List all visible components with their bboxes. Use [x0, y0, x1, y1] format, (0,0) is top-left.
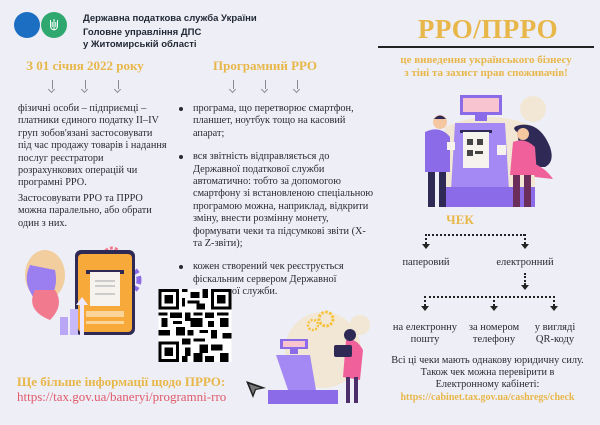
more-info-link[interactable]: https://tax.gov.ua/baneryi/programni-rro: [17, 389, 227, 404]
cashier-illustration: [268, 310, 370, 404]
check-note: Всі ці чеки мають однакову юридичну силу…: [375, 355, 600, 391]
logo-blue-circle: [14, 12, 40, 38]
flow-arrow-icon: [490, 306, 498, 311]
check-type-paper: паперовий: [402, 257, 450, 268]
qr-code-icon[interactable]: [158, 289, 232, 362]
cabinet-check-link[interactable]: https://cabinet.tax.gov.ua/cashregs/chec…: [400, 392, 575, 403]
flow-connector: [425, 234, 427, 244]
flow-arrow-icon: [521, 285, 529, 290]
flow-connector: [425, 234, 525, 236]
cursor-arrow-icon: [246, 381, 266, 398]
down-arrow-icon: [114, 80, 122, 92]
delivery-qr-line2: QR-коду: [535, 334, 575, 345]
org-line3: у Житомирській області: [83, 39, 197, 50]
check-type-electronic: електронний: [496, 257, 554, 268]
down-arrow-icon: [229, 80, 237, 92]
flow-connector: [424, 296, 426, 306]
note-line3: Електронному кабінеті:: [435, 379, 540, 390]
flow-connector: [424, 296, 555, 298]
left-column-title: З 01 січня 2022 року: [26, 58, 144, 73]
left-paragraph-1: фізичні особи – підприємці – платники єд…: [18, 103, 167, 189]
middle-column-title: Програмний РРО: [213, 58, 317, 73]
bullet-item: кожен створений чек реєструється фіскаль…: [175, 261, 375, 298]
down-arrow-icon: [293, 80, 301, 92]
flow-arrow-icon: [521, 244, 529, 249]
delivery-phone: за номером телефону: [460, 322, 528, 346]
delivery-phone-line1: за номером: [468, 322, 520, 333]
note-line2: Також чек можна перевірити в: [420, 367, 555, 378]
flow-connector: [553, 296, 555, 306]
delivery-email-line2: пошту: [410, 334, 440, 345]
bullet-item: вся звітність відправляється до Державно…: [175, 151, 375, 250]
flow-connector: [493, 296, 495, 306]
main-title: РРО/ПРРО: [417, 14, 559, 44]
flow-connector: [524, 234, 526, 244]
delivery-email: на електронну пошту: [385, 322, 465, 346]
subtitle-line1: це виведення українського бізнесу: [400, 54, 572, 66]
prro-bullet-list: програма, що перетворює смартфон, планше…: [175, 103, 375, 310]
subtitle-line2: з тіні та захист прав споживачів!: [404, 67, 568, 79]
flow-arrow-icon: [421, 306, 429, 311]
note-line1: Всі ці чеки мають однакову юридичну силу…: [391, 355, 584, 366]
check-title: ЧЕК: [446, 212, 474, 227]
left-paragraph-2: Застосовувати РРО та ПРРО можна паралель…: [18, 193, 152, 229]
flow-connector: [524, 273, 526, 285]
down-arrow-icon: [81, 80, 89, 92]
left-arrows: [48, 80, 122, 92]
delivery-email-line1: на електронну: [392, 322, 458, 333]
more-info-label: Ще більше інформації щодо ПРРО:: [17, 374, 226, 389]
bullet-item: програма, що перетворює смартфон, планше…: [175, 103, 375, 140]
middle-arrows: [229, 80, 301, 92]
delivery-phone-line2: телефону: [472, 334, 516, 345]
logo-green-circle: [41, 12, 67, 38]
tryzub-icon: [50, 19, 58, 31]
title-divider: [378, 46, 594, 48]
flow-arrow-icon: [550, 306, 558, 311]
down-arrow-icon: [48, 80, 56, 92]
main-subtitle: це виведення українського бізнесу з тіні…: [372, 54, 600, 80]
org-name: Державна податкова служба України Головн…: [83, 13, 257, 51]
org-line2: Головне управління ДПС: [83, 27, 202, 38]
pos-terminal-illustration: [425, 95, 553, 207]
delivery-qr: у вигляді QR-коду: [527, 322, 583, 346]
delivery-qr-line1: у вигляді: [534, 322, 576, 333]
flow-arrow-icon: [422, 244, 430, 249]
phone-receipt-illustration: [25, 246, 142, 335]
down-arrow-icon: [261, 80, 269, 92]
org-line1: Державна податкова служба України: [83, 13, 257, 24]
